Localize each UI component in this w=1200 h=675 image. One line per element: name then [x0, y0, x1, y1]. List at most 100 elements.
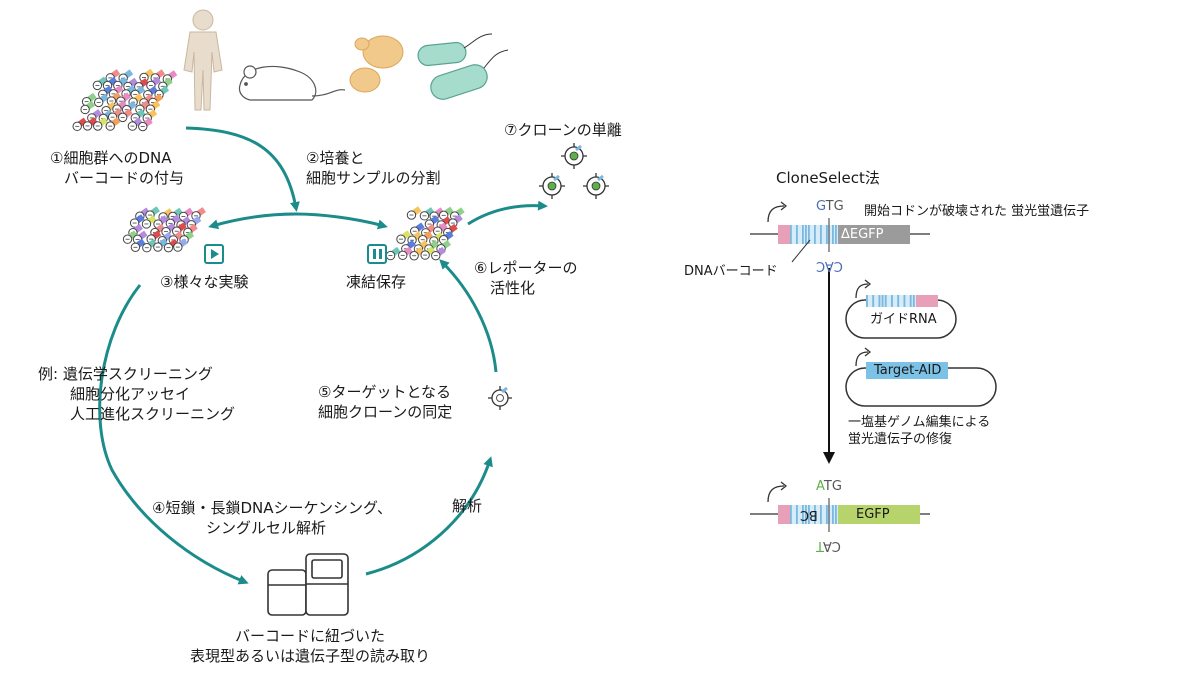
cloneselect-title: CloneSelect法	[776, 169, 880, 187]
step5-line1: ⑤ターゲットとなる	[318, 383, 451, 401]
mouse-icon	[238, 65, 346, 101]
barcode-stripe	[808, 225, 810, 244]
cell	[409, 251, 419, 261]
broken-gene-label: ΔEGFP	[841, 227, 884, 242]
barcode-stripe	[796, 505, 798, 524]
human-icon	[183, 9, 223, 111]
barcode-stripe	[820, 505, 822, 524]
cell	[396, 234, 406, 244]
barcode-stripe	[866, 295, 868, 307]
top-codon-rest: TG	[825, 199, 844, 214]
bottom-rev-part2: T	[816, 538, 824, 553]
guide-rna-plasmid	[845, 279, 957, 339]
cell	[118, 112, 128, 123]
barcode-stripe	[897, 295, 900, 307]
barcode-stripe	[835, 505, 837, 524]
cell	[105, 121, 115, 131]
barcode-stripe	[832, 505, 834, 524]
clone-target	[561, 143, 587, 169]
barcode-stripe	[796, 225, 798, 244]
step6-line1: ⑥レポーターの	[474, 259, 578, 277]
barcode-stripe	[891, 295, 893, 307]
step3-label: ③様々な実験	[160, 273, 249, 291]
top-codon-first: G	[816, 199, 826, 214]
barcode-stripe	[884, 295, 887, 307]
barcode-stripe	[878, 295, 881, 307]
cell	[130, 242, 141, 252]
arrow-cycle-right	[439, 259, 498, 373]
readout-label: バーコードに紐づいた 表現型あるいは遺伝子型の読み取り	[160, 626, 460, 666]
dna-barcode-label: DNAバーコード	[684, 264, 778, 279]
arrow-to-culture	[185, 126, 300, 212]
sequencer-icon	[267, 553, 349, 616]
cell	[431, 250, 441, 261]
cell	[141, 219, 152, 229]
barcode-stripe	[832, 225, 834, 244]
bottom-codon: ATG	[816, 480, 842, 494]
repaired-reporter-construct	[750, 481, 930, 532]
cell	[420, 250, 430, 260]
step1-line1: ①細胞群へのDNA	[50, 149, 172, 167]
barcode-stripe	[872, 295, 875, 307]
edit-note-line2: 蛍光遺伝子の修復	[848, 432, 953, 447]
top-codon: GTG	[816, 200, 844, 214]
barcode-stripe	[909, 295, 912, 307]
bc-label-text: BC	[800, 507, 818, 522]
arrow-to-identify	[365, 456, 493, 576]
barcode-stripe	[903, 295, 906, 307]
cell	[398, 250, 408, 261]
barcode-stripe	[790, 225, 792, 244]
barcode-stripe	[820, 225, 822, 244]
step1-line2: バーコードの付与	[64, 169, 185, 187]
bottom-codon-first: A	[816, 479, 824, 494]
cell	[80, 104, 90, 115]
top-codon-reverse: CAC	[816, 258, 843, 273]
bottom-codon-reverse: CAT	[816, 538, 841, 553]
cell	[122, 234, 133, 244]
yeast-icon	[349, 35, 404, 93]
cell	[93, 97, 104, 108]
step4-label: ④短鎖・長鎖DNAシーケンシング、 シングルセル解析	[152, 498, 392, 538]
step4-line2: シングルセル解析	[206, 519, 327, 537]
arrow-to-isolation	[467, 200, 548, 226]
target-aid-label: Target-AID	[874, 363, 942, 378]
cell	[163, 242, 174, 253]
cell	[419, 211, 430, 221]
arrow-split-left	[208, 212, 297, 230]
arrow-split-right	[295, 212, 388, 230]
example-line1: 例: 遺伝学スクリーニング	[38, 365, 213, 383]
examples-label: 例: 遺伝学スクリーニング 細胞分化アッセイ 人工進化スクリーニング	[38, 364, 235, 424]
cell	[127, 121, 138, 131]
barcode-stripe	[808, 505, 810, 524]
step5-label: ⑤ターゲットとなる 細胞クローンの同定	[318, 382, 452, 422]
broken-gene-note: 開始コドンが破壊された 蛍光蛍遺伝子	[864, 204, 1090, 219]
step2-label: ②培養と 細胞サンプルの分割	[306, 148, 441, 188]
clone-target	[583, 173, 609, 199]
arrow-cycle-left	[98, 284, 249, 585]
example-line2: 細胞分化アッセイ	[70, 385, 191, 403]
bacteria-icon	[417, 33, 509, 100]
isolated-clones-icon	[539, 143, 609, 199]
cell	[385, 250, 396, 261]
step5-line2: 細胞クローンの同定	[318, 403, 453, 421]
edit-note-line1: 一塩基ゲノム編集による	[848, 415, 991, 430]
readout-line1: バーコードに紐づいた	[234, 627, 385, 645]
step7-label: ⑦クローンの単離	[504, 121, 622, 139]
barcode-stripe	[835, 225, 837, 244]
broken-reporter-construct	[750, 201, 930, 263]
play-icon	[204, 244, 224, 264]
barcode-stripe	[802, 225, 804, 244]
bottom-codon-rest: TG	[823, 479, 842, 494]
step6-label: ⑥レポーターの 活性化	[474, 258, 577, 298]
bc-label: BC	[800, 506, 818, 523]
cell	[92, 80, 103, 91]
guide-rna-label: ガイドRNA	[870, 312, 937, 327]
cell	[142, 243, 152, 253]
readout-line2: 表現型あるいは遺伝子型の読み取り	[189, 647, 430, 665]
barcode-stripe	[814, 225, 816, 244]
step4-line1: ④短鎖・長鎖DNAシーケンシング、	[152, 499, 392, 517]
top-codon-reverse-text: CAC	[816, 258, 843, 273]
cell	[82, 121, 93, 131]
barcoded-cells-frozen	[385, 206, 465, 261]
cell	[93, 121, 103, 131]
